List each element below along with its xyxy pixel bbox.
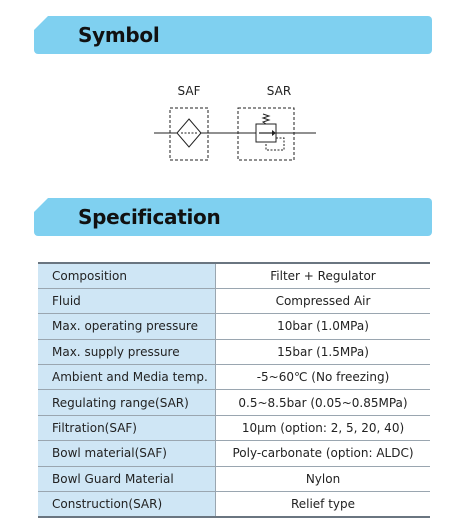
filter-regulator-symbol-diagram: SAF SAR	[154, 84, 316, 161]
saf-label: SAF	[178, 84, 201, 98]
regulator-pilot-line	[265, 137, 285, 151]
spec-label: Bowl material(SAF)	[38, 440, 216, 467]
sar-dashed-enclosure	[237, 107, 295, 161]
table-row: Regulating range(SAR) 0.5~8.5bar (0.05~0…	[38, 389, 430, 416]
table-row: Max. supply pressure 15bar (1.5MPa)	[38, 339, 430, 366]
table-row: Construction(SAR) Relief type	[38, 491, 430, 518]
spec-label: Composition	[38, 261, 216, 289]
symbol-section-header: Symbol	[34, 16, 432, 54]
spec-value: 0.5~8.5bar (0.05~0.85MPa)	[215, 389, 430, 416]
spec-label: Regulating range(SAR)	[38, 389, 216, 416]
spec-value: Nylon	[215, 466, 430, 493]
regulator-arrow-head-icon	[272, 130, 276, 136]
spec-label: Bowl Guard Material	[38, 466, 216, 493]
spec-value: 15bar (1.5MPa)	[215, 339, 430, 366]
table-row: Bowl material(SAF) Poly-carbonate (optio…	[38, 440, 430, 467]
header-corner-notch	[34, 198, 48, 212]
regulator-spring-icon	[261, 113, 271, 125]
spec-value: Filter + Regulator	[215, 261, 430, 289]
spec-label: Filtration(SAF)	[38, 415, 216, 442]
table-row: Composition Filter + Regulator	[38, 261, 430, 289]
symbol-section-title: Symbol	[78, 23, 160, 47]
spec-value: Poly-carbonate (option: ALDC)	[215, 440, 430, 467]
spec-value: -5~60℃ (No freezing)	[215, 364, 430, 391]
header-corner-notch	[34, 16, 48, 30]
specification-table: Composition Filter + Regulator Fluid Com…	[38, 261, 430, 518]
spec-label: Max. operating pressure	[38, 313, 216, 340]
table-row: Bowl Guard Material Nylon	[38, 466, 430, 493]
spec-label: Construction(SAR)	[38, 491, 216, 518]
table-row: Filtration(SAF) 10μm (option: 2, 5, 20, …	[38, 415, 430, 442]
sar-label: SAR	[267, 84, 291, 98]
spec-value: 10μm (option: 2, 5, 20, 40)	[215, 415, 430, 442]
spec-value: 10bar (1.0MPa)	[215, 313, 430, 340]
table-row: Fluid Compressed Air	[38, 288, 430, 315]
spec-label: Ambient and Media temp.	[38, 364, 216, 391]
table-row: Max. operating pressure 10bar (1.0MPa)	[38, 313, 430, 340]
table-row: Ambient and Media temp. -5~60℃ (No freez…	[38, 364, 430, 391]
spec-label: Fluid	[38, 288, 216, 315]
spec-label: Max. supply pressure	[38, 339, 216, 366]
spec-value: Compressed Air	[215, 288, 430, 315]
spec-section-title: Specification	[78, 205, 221, 229]
spec-section-header: Specification	[34, 198, 432, 236]
spec-value: Relief type	[215, 491, 430, 518]
